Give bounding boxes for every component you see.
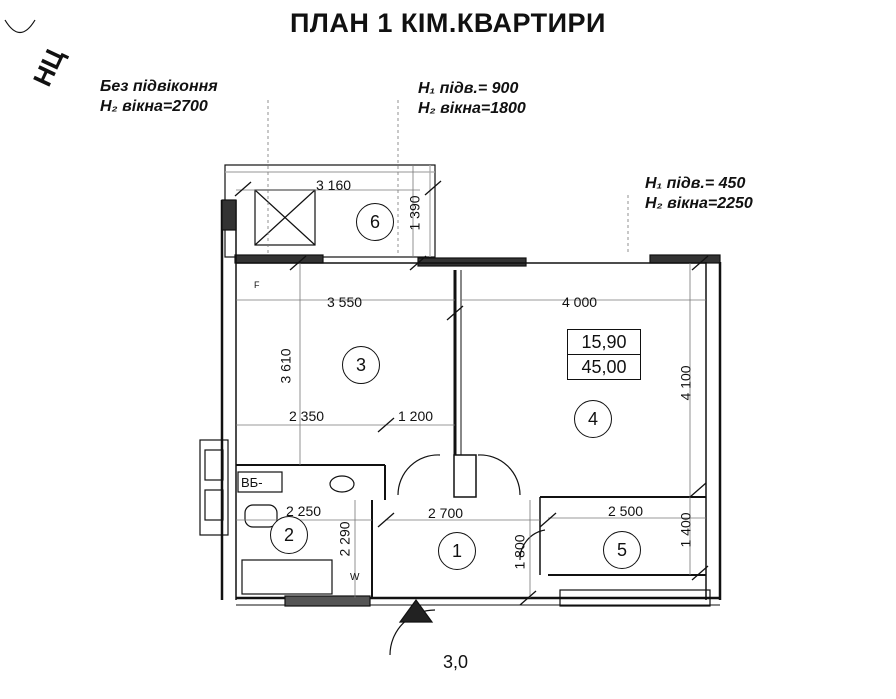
room-number-1: 1 [438, 532, 476, 570]
room-number-2: 2 [270, 516, 308, 554]
corner-arc-mark [4, 19, 36, 34]
wall-top-right [649, 254, 721, 264]
note-left-line1: Без підвіконня [100, 78, 218, 95]
area-living: 15,90 [568, 330, 640, 355]
note-right-line2: H₂ вікна=2250 [645, 195, 753, 212]
room-number-3: 3 [342, 346, 380, 384]
wall-top-left [234, 254, 324, 264]
label-vb: ВБ- [241, 475, 263, 490]
dim-room-width: 4 000 [562, 294, 598, 310]
dim-bath-depth: 2 290 [336, 521, 353, 557]
note-left: Без підвіконня H₂ вікна=2700 [100, 77, 218, 117]
toilet [329, 475, 355, 493]
label-f: F [254, 280, 260, 290]
dim-storage-depth: 1 400 [677, 512, 694, 548]
dim-kitchen-width: 3 550 [327, 294, 363, 310]
label-w: W [350, 572, 360, 583]
dim-hall-depth: 1 800 [511, 534, 528, 570]
dim-kitchen-depth: 3 610 [277, 348, 294, 384]
dim-kitchen-sub-left: 2 350 [289, 408, 325, 424]
bathtub [241, 559, 333, 595]
note-mid-line1: H₁ підв.= 900 [418, 80, 519, 97]
door-arc-entry [389, 609, 436, 656]
door-arc-hall-left [397, 454, 441, 496]
note-mid-line2: H₂ вікна=1800 [418, 100, 526, 117]
room-number-4: 4 [574, 400, 612, 438]
door-arc-storage [519, 529, 546, 561]
dim-balcony-width: 3 160 [316, 177, 352, 193]
dim-balcony-depth: 1 390 [406, 195, 423, 231]
room-number-6: 6 [356, 203, 394, 241]
sink [244, 504, 278, 528]
note-right-line1: H₁ підв.= 450 [645, 175, 746, 192]
wall-left-top-block [221, 199, 237, 231]
bath-bottom-wall [284, 595, 371, 607]
room-number-5: 5 [603, 531, 641, 569]
vb-box [237, 471, 283, 493]
note-mid: H₁ підв.= 900 H₂ вікна=1800 [418, 79, 526, 119]
note-left-line2: H₂ вікна=2700 [100, 98, 208, 115]
column-block [453, 454, 477, 498]
area-box: 15,90 45,00 [567, 329, 641, 380]
dim-bath-width: 2 250 [286, 503, 322, 519]
shaft [199, 439, 229, 536]
note-right: H₁ підв.= 450 H₂ вікна=2250 [645, 174, 753, 214]
wall-top-mid [417, 257, 527, 267]
dim-room-depth: 4 100 [677, 365, 694, 401]
dim-hall-width: 2 700 [428, 505, 464, 521]
entry-arrow [398, 598, 434, 623]
page-title: ПЛАН 1 КІМ.КВАРТИРИ [290, 8, 606, 38]
dim-kitchen-sub-right: 1 200 [398, 408, 434, 424]
dim-storage-width: 2 500 [608, 503, 644, 519]
dim-entry-partial: 3,0 [443, 652, 469, 672]
door-arc-hall-right [477, 454, 521, 496]
area-total: 45,00 [581, 357, 627, 377]
